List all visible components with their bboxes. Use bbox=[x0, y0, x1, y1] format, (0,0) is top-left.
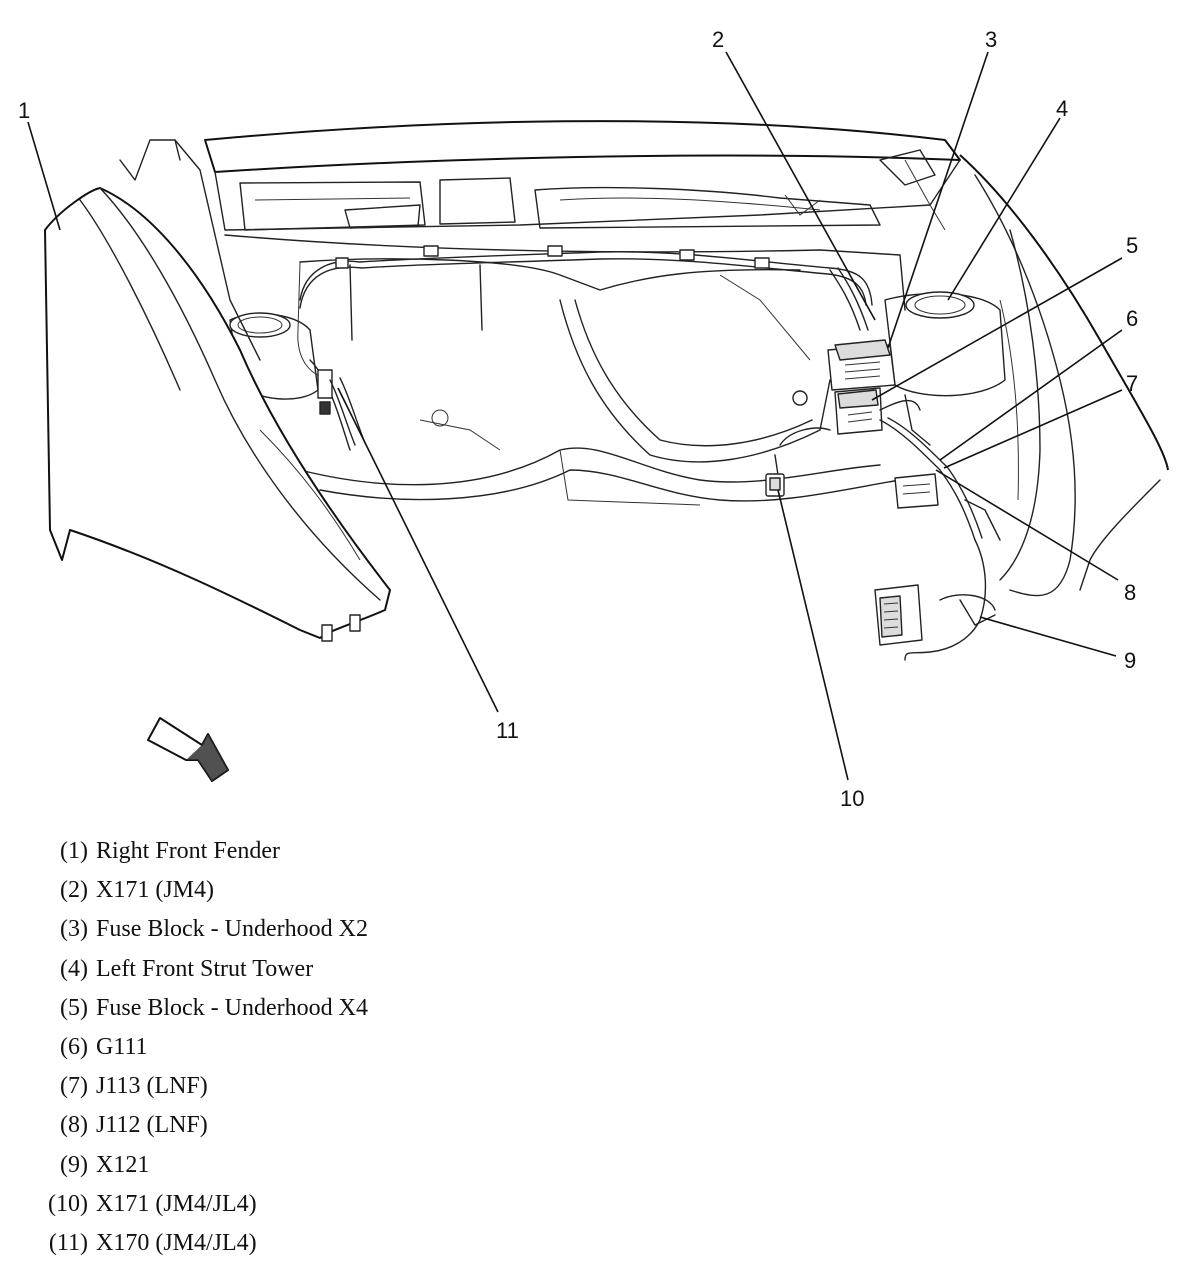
callout-5: 5 bbox=[1126, 233, 1138, 258]
legend-number: (11) bbox=[48, 1229, 88, 1256]
legend-number: (4) bbox=[60, 955, 88, 982]
leader-10 bbox=[777, 489, 849, 781]
right-front-fender bbox=[44, 139, 391, 642]
callout-labels: 1 2 3 4 5 6 7 8 9 10 11 bbox=[18, 27, 1138, 811]
front-lower-structure bbox=[299, 419, 901, 506]
callout-11: 11 bbox=[496, 718, 519, 743]
legend-number: (6) bbox=[60, 1033, 88, 1060]
legend-label: Fuse Block - Underhood X4 bbox=[96, 994, 368, 1021]
cowl-panel bbox=[204, 120, 961, 231]
leader-11 bbox=[337, 387, 499, 713]
connector-x170 bbox=[329, 377, 366, 446]
dash-panel bbox=[224, 234, 906, 463]
legend-item: (11) X170 (JM4/JL4) bbox=[34, 1228, 734, 1267]
legend-item: (9) X121 bbox=[34, 1150, 734, 1189]
legend-item: (2) X171 (JM4) bbox=[34, 875, 734, 914]
callout-1: 1 bbox=[18, 98, 30, 123]
legend-number: (5) bbox=[60, 994, 88, 1021]
legend-number: (7) bbox=[60, 1073, 88, 1100]
leader-2 bbox=[725, 51, 876, 321]
leader-5 bbox=[871, 257, 1123, 401]
right-strut-tower bbox=[229, 312, 351, 451]
left-side-harness bbox=[874, 394, 1001, 661]
legend-number: (3) bbox=[60, 916, 88, 943]
legend-label: J112 (LNF) bbox=[96, 1112, 208, 1139]
legend-number: (1) bbox=[60, 838, 88, 864]
legend-label: X171 (JM4) bbox=[96, 877, 214, 904]
callout-10: 10 bbox=[840, 786, 864, 811]
leader-7 bbox=[943, 389, 1123, 469]
legend-label: J113 (LNF) bbox=[96, 1073, 208, 1100]
legend-label: G111 bbox=[96, 1033, 148, 1060]
callout-7: 7 bbox=[1126, 371, 1138, 396]
legend-item: (5) Fuse Block - Underhood X4 bbox=[34, 993, 734, 1032]
legend-item: (7) J113 (LNF) bbox=[34, 1071, 734, 1110]
legend-label: Left Front Strut Tower bbox=[96, 955, 314, 982]
callout-6: 6 bbox=[1126, 306, 1138, 331]
legend-number: (10) bbox=[48, 1190, 88, 1217]
leader-6 bbox=[939, 329, 1123, 461]
component-legend: (1) Right Front Fender (2) X171 (JM4) (3… bbox=[34, 836, 734, 1267]
firewall-wiring-harness bbox=[299, 245, 873, 331]
legend-label: X170 (JM4/JL4) bbox=[96, 1229, 257, 1256]
legend-number: (2) bbox=[60, 877, 88, 904]
leader-3 bbox=[887, 51, 989, 349]
callout-9: 9 bbox=[1124, 648, 1136, 673]
leader-1 bbox=[27, 121, 61, 231]
callout-3: 3 bbox=[985, 27, 997, 52]
callout-4: 4 bbox=[1056, 96, 1068, 121]
leader-8 bbox=[935, 469, 1119, 581]
engine-compartment-diagram: 1 2 3 4 5 6 7 8 9 10 11 bbox=[18, 27, 1169, 811]
underhood-fuse-block bbox=[827, 339, 921, 435]
leader-lines bbox=[27, 51, 1123, 781]
legend-label: X171 (JM4/JL4) bbox=[96, 1190, 257, 1217]
front-direction-arrow bbox=[147, 717, 229, 782]
legend-item: (1) Right Front Fender bbox=[34, 836, 734, 875]
legend-item: (4) Left Front Strut Tower bbox=[34, 954, 734, 993]
legend-label: Right Front Fender bbox=[96, 838, 280, 864]
legend-item: (10) X171 (JM4/JL4) bbox=[34, 1189, 734, 1228]
left-front-fender bbox=[959, 154, 1169, 597]
leader-9 bbox=[979, 616, 1117, 657]
leader-4 bbox=[947, 117, 1061, 301]
connector-x171 bbox=[765, 427, 831, 497]
legend-item: (3) Fuse Block - Underhood X2 bbox=[34, 914, 734, 953]
callout-2: 2 bbox=[712, 27, 724, 52]
legend-item: (8) J112 (LNF) bbox=[34, 1110, 734, 1149]
legend-label: X121 bbox=[96, 1151, 150, 1178]
callout-8: 8 bbox=[1124, 580, 1136, 605]
legend-number: (9) bbox=[60, 1151, 88, 1178]
legend-number: (8) bbox=[60, 1112, 88, 1139]
legend-item: (6) G111 bbox=[34, 1032, 734, 1071]
legend-label: Fuse Block - Underhood X2 bbox=[96, 916, 368, 943]
left-strut-tower bbox=[884, 291, 1006, 397]
